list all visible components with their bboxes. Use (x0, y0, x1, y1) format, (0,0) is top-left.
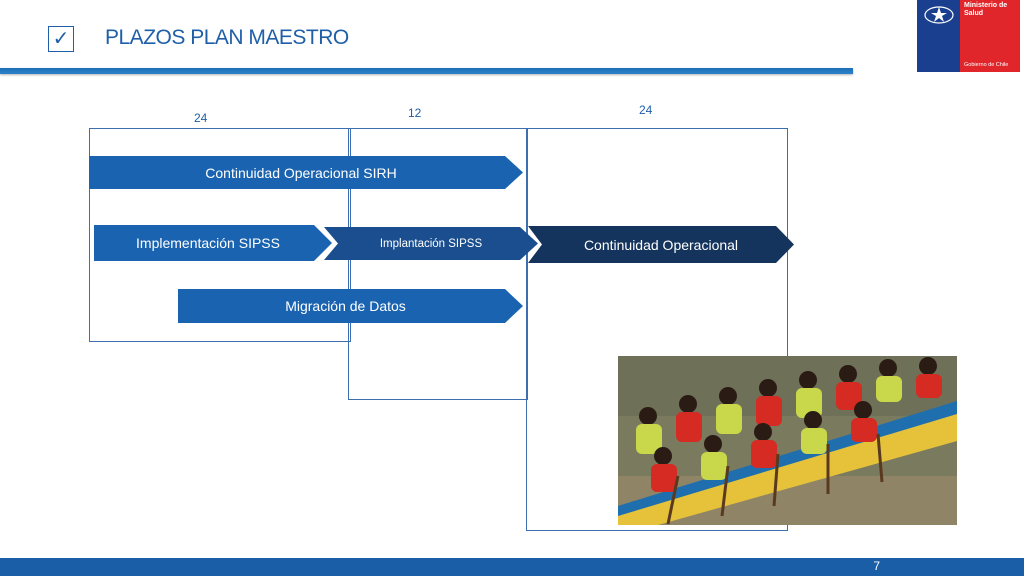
arrow-continuidad-operacional: Continuidad Operacional (528, 226, 794, 263)
arrow-implementacion-sipss: Implementación SIPSS (94, 225, 332, 261)
arrow-implementacion-sipss-label: Implementación SIPSS (136, 235, 280, 251)
arrow-implantacion-sipss: Implantación SIPSS (324, 227, 538, 260)
arrow-migracion-datos: Migración de Datos (178, 289, 523, 323)
period-box-3 (526, 128, 788, 531)
page-title: PLAZOS PLAN MAESTRO (105, 26, 349, 49)
coat-of-arms-icon (924, 6, 954, 24)
logo-government-text: Gobierno de Chile (964, 62, 1009, 68)
check-icon: ✓ (48, 26, 74, 52)
rowing-team-photo (618, 356, 957, 525)
period-label-2: 12 (408, 106, 422, 120)
arrow-migracion-datos-label: Migración de Datos (285, 298, 406, 314)
period-label-3: 24 (639, 103, 653, 117)
period-label-1: 24 (194, 111, 208, 125)
footer-bar: 7 (0, 558, 1024, 576)
arrow-continuidad-sirh: Continuidad Operacional SIRH (89, 156, 523, 189)
arrow-continuidad-operacional-label: Continuidad Operacional (583, 236, 739, 253)
logo-red-panel (960, 0, 1020, 72)
ministerio-logo: Ministerio de Salud Gobierno de Chile (917, 0, 1020, 72)
title-divider (0, 68, 853, 74)
page-number: 7 (873, 559, 880, 573)
arrow-implantacion-sipss-label: Implantación SIPSS (379, 237, 483, 250)
period-box-2 (348, 128, 528, 400)
logo-ministry-text: Ministerio de Salud (964, 2, 1008, 17)
arrow-continuidad-sirh-label: Continuidad Operacional SIRH (205, 164, 397, 181)
